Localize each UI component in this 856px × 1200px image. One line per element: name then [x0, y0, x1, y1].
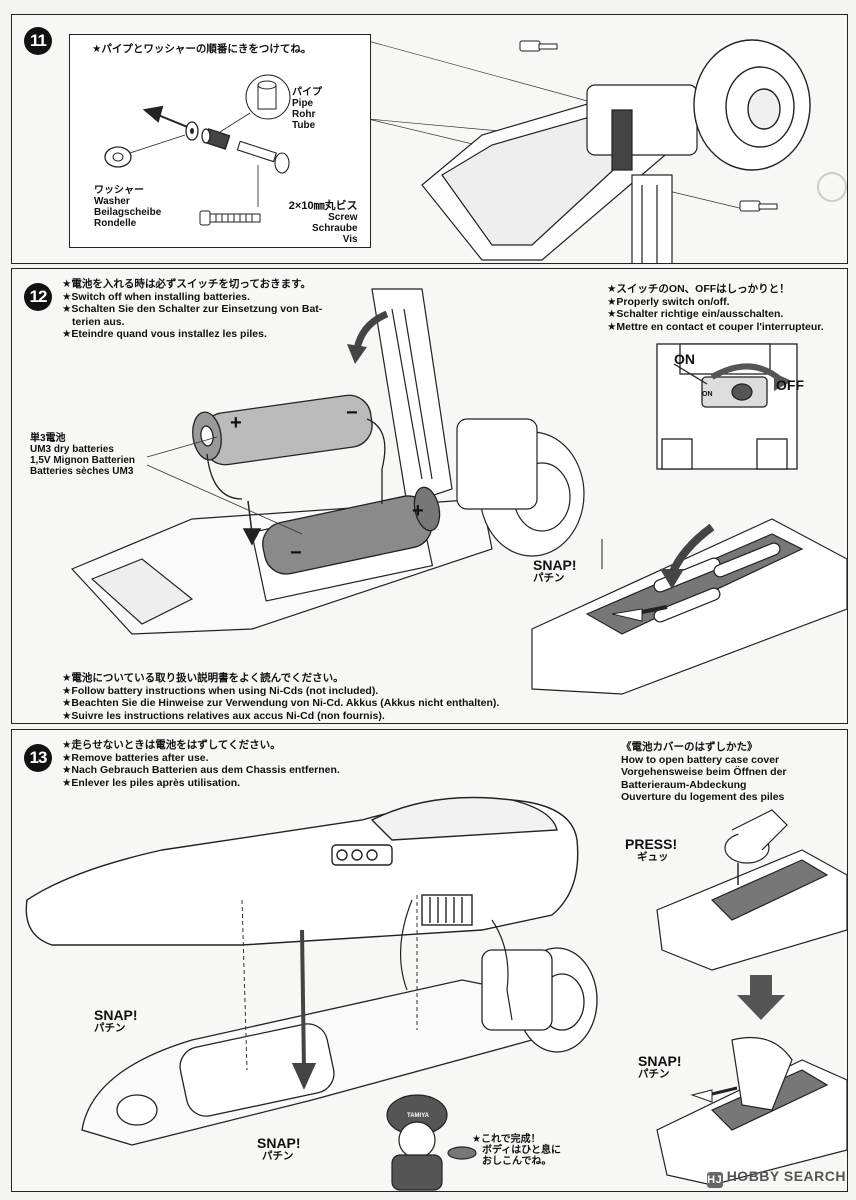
switch-detail-drawing	[656, 343, 798, 470]
next-step-arrow	[737, 975, 785, 1020]
step-number: 13	[24, 744, 52, 772]
snap-detail-drawing	[656, 1036, 847, 1186]
pipe-part	[201, 128, 231, 150]
parts-exploded-drawing	[104, 74, 291, 226]
parts-callout: ★パイプとワッシャーの順番にきをつけてね。	[69, 34, 371, 248]
step-13-panel: 13 ★走らせないときは電池をはずしてください。 ★Remove batteri…	[11, 729, 848, 1192]
step-12-illustration	[70, 288, 847, 695]
press-detail-drawing	[656, 809, 847, 971]
battery-install-instructions: ★電池を入れる時は必ずスイッチを切っておきます。 ★Switch off whe…	[62, 278, 323, 340]
screw-reference	[199, 210, 261, 226]
mascot-drawing	[386, 1094, 477, 1191]
car-chassis-drawing	[81, 947, 598, 1146]
order-note: ★パイプとワッシャーの順番にきをつけてね。	[92, 43, 312, 55]
nicd-notes: ★電池についている取り扱い説明書をよく読んでください。 ★Follow batt…	[62, 672, 500, 722]
off-label: OFF	[776, 377, 804, 393]
switch-on-marking: ON	[702, 391, 713, 398]
battery-plus-top: +	[230, 412, 242, 434]
battery-installed	[262, 486, 441, 575]
chassis-screw-bottom	[739, 200, 778, 212]
slide-arrow	[611, 605, 668, 622]
snap-label: SNAP! パチン	[533, 557, 577, 584]
step-11-panel: 11 ★パイプとワッシャーの順番にきをつけてね。	[11, 14, 848, 264]
step-13-illustration	[25, 796, 847, 1191]
remove-batteries-instructions: ★走らせないときは電池をはずしてください。 ★Remove batteries …	[62, 739, 340, 789]
cover-open-title: 《電池カバーのはずしかた》 How to open battery case c…	[621, 741, 787, 803]
press-label: PRESS! ギュッ	[625, 836, 678, 863]
step-11-illustration	[367, 39, 847, 263]
chassis-open-drawing	[70, 288, 585, 635]
snap-label-bottom: SNAP! パチン	[257, 1135, 301, 1162]
screw-label: 2×10㎜丸ビス Screw Schraube Vis	[288, 200, 358, 246]
step-number: 12	[24, 283, 52, 311]
car-body-drawing	[25, 796, 579, 946]
snap-label-body: SNAP! パチン	[94, 1007, 138, 1034]
direction-arrow	[142, 105, 191, 129]
switch-notes: ★スイッチのON、OFFはしっかりと！ ★Properly switch on/…	[607, 283, 824, 333]
battery-loose	[192, 394, 373, 466]
snap-label-detail: SNAP! パチン	[638, 1053, 682, 1080]
chassis-screw-top	[519, 40, 558, 52]
battery-minus-bottom: −	[290, 542, 302, 564]
step-12-panel: 12 ★電池を入れる時は必ずスイッチを切っておきます。 ★Switch off …	[11, 268, 848, 724]
done-note: ★これで完成！ ボディはひと息に おしこんでね。	[472, 1134, 561, 1167]
battery-minus-top: −	[346, 402, 358, 424]
on-label: ON	[674, 351, 695, 367]
hobby-search-logo-icon: HJ	[706, 1172, 723, 1188]
step-number: 11	[24, 27, 52, 55]
mascot-cap-logo: TAMIYA	[407, 1113, 430, 1119]
battery-type-label: 単3電池 UM3 dry batteries 1,5V Mignon Batte…	[30, 433, 136, 477]
chassis-drawing	[421, 84, 714, 263]
washer-label: ワッシャー Washer Beilagscheibe Rondelle	[94, 185, 162, 229]
screw-part	[236, 140, 290, 174]
wheel-drawing	[693, 39, 811, 171]
pipe-label: パイプ Pipe Rohr Tube	[292, 87, 322, 131]
battery-plus-bottom: +	[412, 500, 424, 522]
cover-lift-arrow	[353, 310, 389, 350]
slide-arrow-13	[690, 1086, 738, 1103]
